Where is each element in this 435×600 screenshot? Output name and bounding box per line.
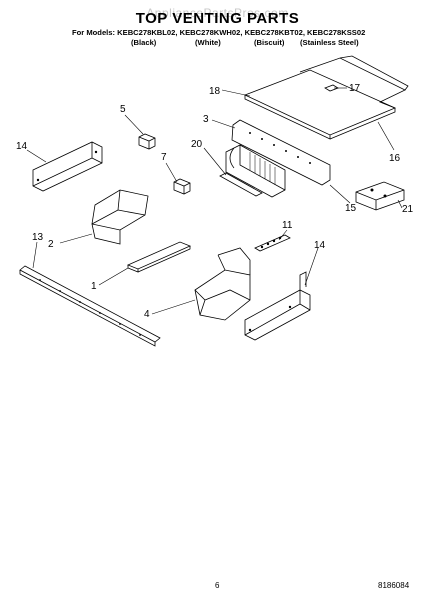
callout-5: 5 [120,104,126,115]
color-black: (Black) [131,38,157,47]
models-line: For Models: KEBC278KBL02, KEBC278KWH02, … [72,28,366,37]
page-number: 6 [215,581,220,590]
part-20-strip [219,172,263,197]
part-3-bracket [231,119,331,186]
callout-21: 21 [402,204,414,215]
watermark: AppliancePartsPros.com [146,6,289,20]
callout-7: 7 [161,152,167,163]
part-11-terminal-block [254,234,291,252]
callout-4: 4 [144,309,150,320]
callout-13: 13 [32,232,44,243]
callout-2: 2 [48,239,54,250]
callout-3: 3 [203,114,209,125]
callout-14-right: 14 [314,240,326,251]
color-stainless: (Stainless Steel) [300,38,359,47]
callout-11: 11 [282,220,293,231]
callout-18: 18 [209,86,221,97]
callout-17: 17 [349,83,361,94]
callout-14-left: 14 [16,141,28,152]
callout-1: 1 [91,281,97,292]
color-white: (White) [195,38,221,47]
color-biscuit: (Biscuit) [254,38,285,47]
callout-16: 16 [389,153,401,164]
part-21-bracket [355,181,405,211]
page-title: TOP VENTING PARTS [135,10,300,27]
part-5-sensor [138,133,156,150]
callout-20: 20 [191,139,203,150]
part-1-strip [126,241,192,270]
part-4-air-chute [194,269,251,321]
part-13-rail [19,265,161,343]
part-7-sensor [173,178,191,195]
doc-number: 8186084 [378,581,410,590]
part-18-top-panel [243,69,397,136]
callout-15: 15 [345,203,357,214]
